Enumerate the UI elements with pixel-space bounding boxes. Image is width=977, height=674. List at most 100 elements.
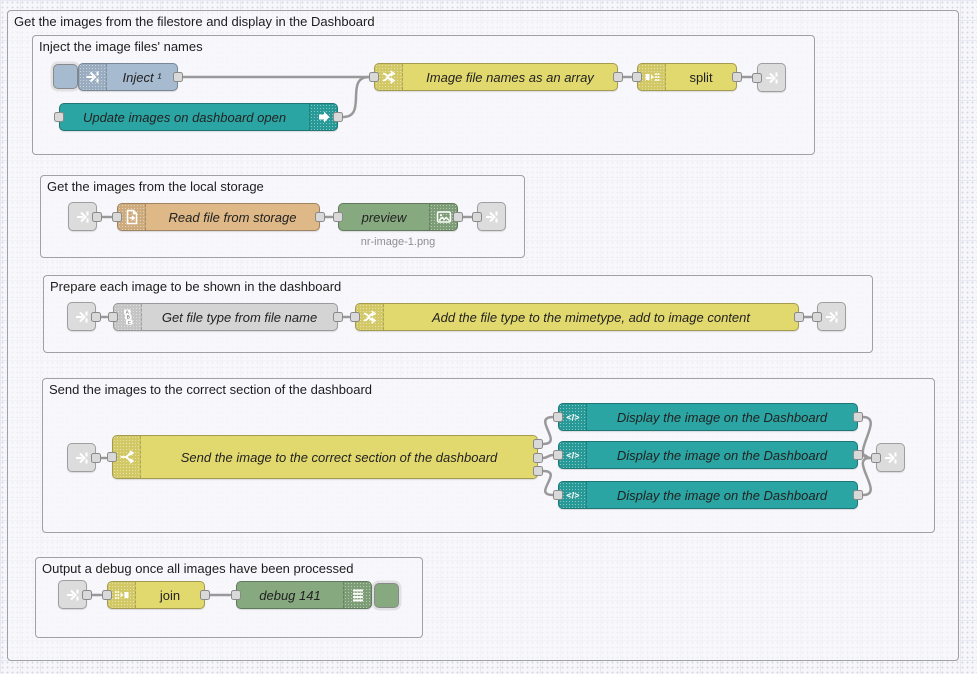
inject-trigger-button[interactable]	[53, 64, 78, 89]
function-icon	[375, 64, 403, 90]
debug-toggle-button[interactable]	[374, 583, 399, 608]
group-outer-title: Get the images from the filestore and di…	[14, 14, 375, 29]
wire[interactable]	[861, 456, 872, 497]
inject-node[interactable]: Inject ¹	[78, 63, 183, 91]
input-port[interactable]	[553, 490, 563, 500]
input-port[interactable]	[333, 212, 343, 222]
debug-list-icon	[343, 582, 371, 608]
wire[interactable]	[541, 415, 555, 446]
join-node[interactable]: join	[102, 581, 210, 609]
node-label: join	[159, 587, 181, 603]
node-label: Display the image on the Dashboard	[616, 447, 828, 463]
output-port-1[interactable]	[533, 439, 543, 449]
inject-icon	[79, 64, 107, 90]
input-port[interactable]	[632, 72, 642, 82]
wire[interactable]	[541, 453, 555, 460]
link-out-icon	[825, 311, 837, 322]
input-port[interactable]	[553, 412, 563, 422]
output-port-3[interactable]	[533, 466, 543, 476]
link-in-node[interactable]	[67, 443, 101, 472]
input-port[interactable]	[108, 312, 118, 322]
group-inject[interactable]: Inject the image files' names	[32, 35, 815, 155]
file-in-node[interactable]: Read file from storage	[112, 203, 325, 231]
ui-template-node[interactable]: </> Display the image on the Dashboard	[553, 441, 863, 469]
image-preview-node[interactable]: preview	[333, 203, 463, 231]
change-node[interactable]: A B C Get file type from file name	[108, 303, 343, 331]
input-port[interactable]	[231, 590, 241, 600]
output-port[interactable]	[200, 590, 210, 600]
input-port[interactable]	[369, 72, 379, 82]
ui-template-node[interactable]: </> Display the image on the Dashboard	[553, 403, 863, 431]
node-label: Send the image to the correct section of…	[180, 449, 498, 465]
node-label: Display the image on the Dashboard	[616, 487, 828, 503]
svg-text:</>: </>	[566, 491, 579, 501]
svg-text:A: A	[125, 310, 129, 315]
output-port[interactable]	[794, 312, 804, 322]
ui-control-node[interactable]: Update images on dashboard open	[54, 103, 343, 131]
input-port[interactable]	[812, 311, 822, 322]
input-port[interactable]	[350, 312, 360, 322]
link-in-node[interactable]	[68, 202, 102, 231]
node-label: Add the file type to the mimetype, add t…	[432, 309, 750, 325]
output-port[interactable]	[92, 211, 102, 222]
link-in-icon	[66, 589, 78, 600]
link-out-icon	[884, 452, 896, 463]
input-port[interactable]	[107, 452, 117, 462]
output-port[interactable]	[853, 490, 863, 500]
image-icon	[429, 204, 457, 230]
function-node[interactable]: Add the file type to the mimetype, add t…	[350, 303, 804, 331]
code-icon: </>	[559, 482, 587, 508]
input-port[interactable]	[752, 72, 762, 83]
wire[interactable]	[541, 469, 555, 497]
link-in-node[interactable]	[67, 302, 101, 331]
input-port[interactable]	[472, 211, 482, 222]
input-port[interactable]	[553, 450, 563, 460]
link-out-node[interactable]	[752, 63, 786, 92]
node-label: Read file from storage	[168, 209, 297, 225]
group-storage-title: Get the images from the local storage	[47, 179, 264, 194]
link-out-node[interactable]	[871, 443, 905, 472]
output-port[interactable]	[732, 72, 742, 82]
output-port[interactable]	[82, 589, 92, 600]
output-port[interactable]	[853, 412, 863, 422]
code-icon: </>	[559, 404, 587, 430]
ui-template-node[interactable]: </> Display the image on the Dashboard	[553, 481, 863, 509]
output-port[interactable]	[453, 212, 463, 222]
output-port[interactable]	[91, 452, 101, 463]
output-port[interactable]	[91, 311, 101, 322]
wire[interactable]	[341, 75, 371, 119]
switch-node[interactable]: Send the image to the correct section of…	[107, 435, 543, 479]
link-out-node[interactable]	[812, 302, 846, 331]
node-status-text: nr-image-1.png	[360, 236, 436, 248]
output-port[interactable]	[853, 450, 863, 460]
input-port[interactable]	[102, 590, 112, 600]
link-out-icon	[765, 72, 777, 83]
output-port[interactable]	[613, 72, 623, 82]
output-port[interactable]	[315, 212, 325, 222]
svg-text:</>: </>	[566, 413, 579, 423]
output-port-2[interactable]	[533, 453, 543, 463]
link-in-icon	[76, 211, 88, 222]
input-port[interactable]	[54, 112, 64, 122]
function-icon	[356, 304, 384, 330]
svg-text:</>: </>	[566, 451, 579, 461]
svg-text:B: B	[126, 315, 130, 320]
send-arrow-icon	[309, 104, 337, 130]
output-port[interactable]	[173, 72, 183, 82]
join-icon	[108, 582, 136, 608]
function-node[interactable]: Image file names as an array	[369, 63, 623, 91]
input-port[interactable]	[112, 212, 122, 222]
link-in-icon	[75, 311, 87, 322]
link-out-node[interactable]	[472, 202, 506, 231]
output-port[interactable]	[333, 112, 343, 122]
output-port[interactable]	[333, 312, 343, 322]
input-port[interactable]	[871, 452, 881, 463]
split-node[interactable]: split	[632, 63, 742, 91]
link-in-node[interactable]	[58, 580, 92, 609]
wire[interactable]	[861, 415, 872, 460]
group-inject-title: Inject the image files' names	[39, 39, 203, 54]
svg-text:C: C	[127, 320, 131, 325]
debug-node[interactable]: debug 141	[231, 581, 372, 609]
